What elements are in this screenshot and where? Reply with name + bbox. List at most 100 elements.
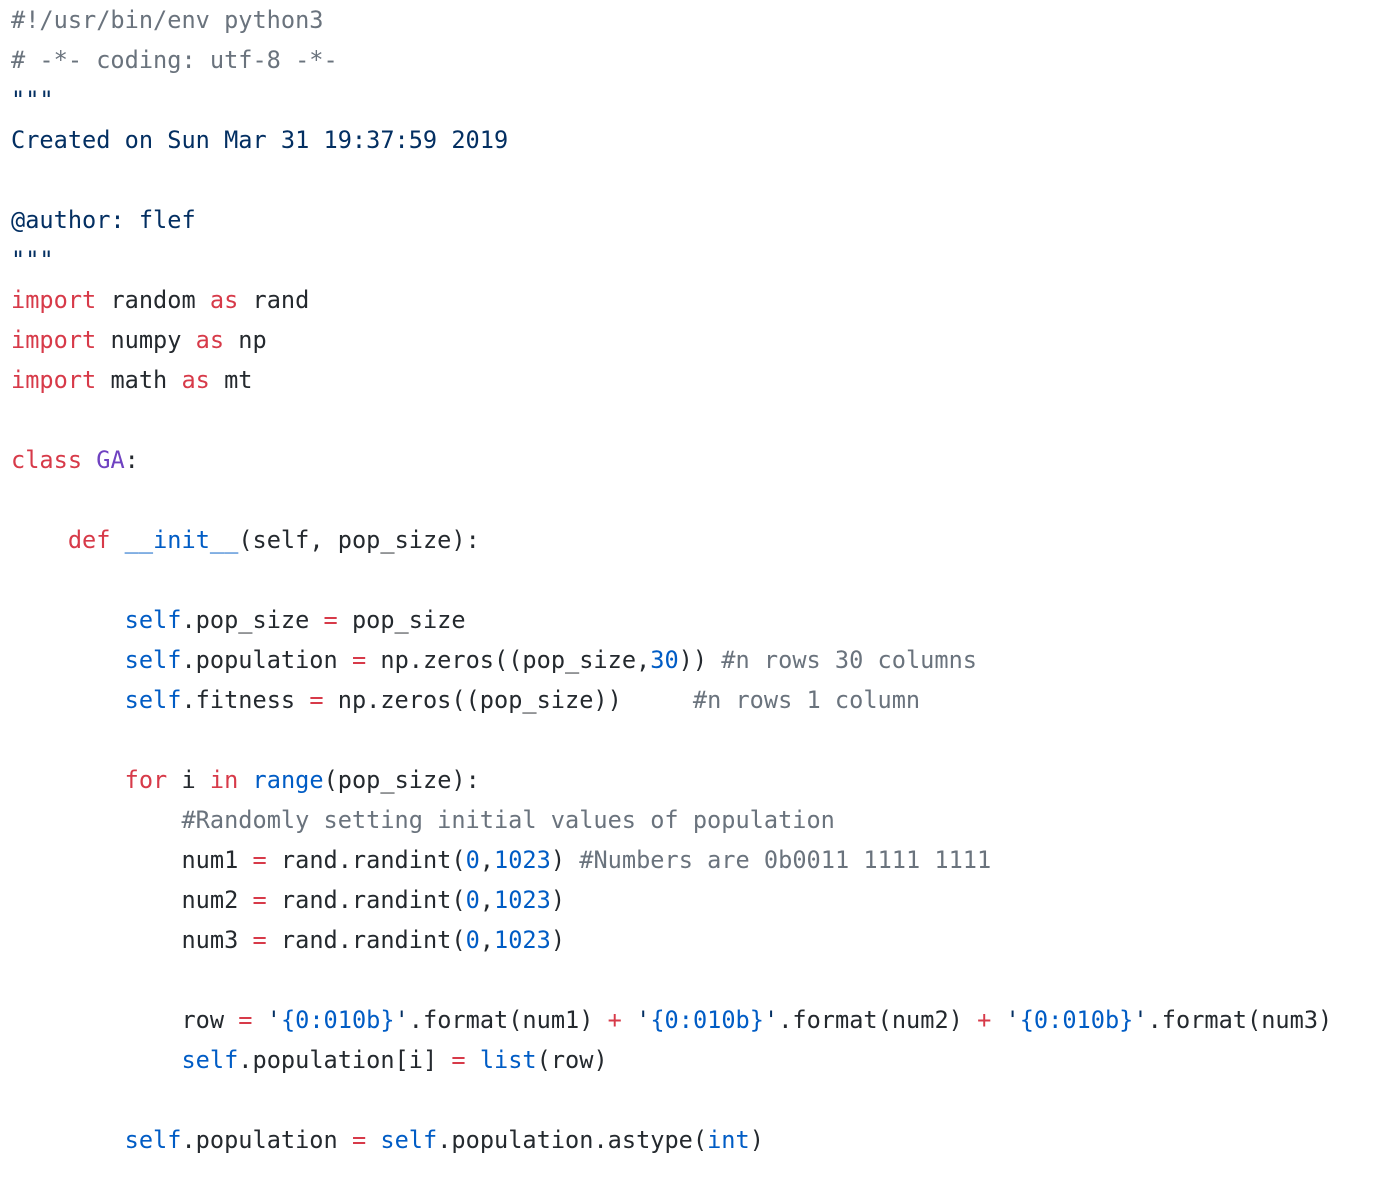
- keyword-token: =: [451, 1046, 466, 1074]
- keyword-token: =: [252, 886, 267, 914]
- comment-token: #n rows 1 column: [692, 686, 921, 714]
- code-token: ): [749, 1126, 764, 1154]
- code-token: (self, pop_size):: [238, 526, 480, 554]
- code-line: [11, 1080, 1381, 1120]
- string-token: Created on Sun Mar 31 19:37:59 2019: [11, 126, 509, 154]
- code-token: )): [678, 646, 722, 674]
- code-token: [366, 1126, 380, 1154]
- code-token: i: [167, 766, 210, 794]
- constant-token: 0: [465, 926, 480, 954]
- keyword-token: def: [67, 526, 111, 554]
- comment-token: # -*- coding: utf-8 -*-: [11, 46, 338, 74]
- constant-token: int: [707, 1126, 750, 1154]
- keyword-token: for: [124, 766, 168, 794]
- keyword-token: import: [11, 366, 97, 394]
- code-token: .population: [181, 1126, 352, 1154]
- code-token: .population[i]: [238, 1046, 452, 1074]
- code-token: math: [96, 366, 182, 394]
- constant-token: 1023: [494, 846, 551, 874]
- code-token: .pop_size: [181, 606, 324, 634]
- code-token: num2: [11, 886, 253, 914]
- constant-token: 1023: [494, 926, 551, 954]
- code-token: [11, 1046, 181, 1074]
- comment-token: #!/usr/bin/env python3: [11, 6, 324, 34]
- code-token: [110, 526, 124, 554]
- comment-token: #Numbers are 0b0011 1111 1111: [579, 846, 992, 874]
- code-token: :: [124, 446, 139, 474]
- string-token: """: [11, 86, 54, 114]
- code-line: """: [11, 80, 1381, 120]
- keyword-token: as: [181, 366, 210, 394]
- code-token: rand: [238, 286, 310, 314]
- class-name-token: GA: [96, 446, 125, 474]
- code-token: row: [11, 1006, 239, 1034]
- constant-token: {0:010b}: [1019, 1006, 1134, 1034]
- string-token: ': [763, 1006, 779, 1034]
- string-token: ': [266, 1006, 281, 1034]
- code-token: .format(num2): [778, 1006, 978, 1034]
- code-token: ): [550, 846, 580, 874]
- code-line: self.pop_size = pop_size: [11, 600, 1381, 640]
- code-token: [82, 446, 96, 474]
- code-line: # -*- coding: utf-8 -*-: [11, 40, 1381, 80]
- code-token: ,: [479, 926, 495, 954]
- comment-token: #Randomly setting initial values of popu…: [181, 806, 835, 834]
- constant-token: self: [181, 1046, 239, 1074]
- code-token: [11, 766, 125, 794]
- code-line: num2 = rand.randint(0,1023): [11, 880, 1381, 920]
- keyword-token: import: [11, 326, 97, 354]
- comment-token: #n rows 30 columns: [721, 646, 977, 674]
- code-token: rand.randint(: [266, 846, 466, 874]
- keyword-token: =: [252, 846, 267, 874]
- constant-token: self: [380, 1126, 438, 1154]
- constant-token: range: [252, 766, 324, 794]
- keyword-token: +: [607, 1006, 622, 1034]
- code-line: class GA:: [11, 440, 1381, 480]
- code-line: self.population = self.population.astype…: [11, 1120, 1381, 1160]
- code-line: num1 = rand.randint(0,1023) #Numbers are…: [11, 840, 1381, 880]
- code-token: [253, 1006, 267, 1034]
- code-token: .population.astype(: [437, 1126, 708, 1154]
- code-line: [11, 480, 1381, 520]
- code-token: ,: [479, 846, 495, 874]
- code-token: [466, 1046, 480, 1074]
- code-line: [11, 960, 1381, 1000]
- string-token: ': [1005, 1006, 1020, 1034]
- code-token: ,: [479, 886, 495, 914]
- keyword-token: =: [309, 686, 324, 714]
- code-line: import random as rand: [11, 280, 1381, 320]
- keyword-token: =: [252, 926, 267, 954]
- code-line: num3 = rand.randint(0,1023): [11, 920, 1381, 960]
- code-line: self.population = np.zeros((pop_size,30)…: [11, 640, 1381, 680]
- code-token: ): [550, 926, 566, 954]
- constant-token: self: [124, 646, 182, 674]
- code-token: [11, 646, 125, 674]
- code-line: #!/usr/bin/env python3: [11, 0, 1381, 40]
- code-token: [11, 686, 125, 714]
- constant-token: list: [479, 1046, 537, 1074]
- code-token: rand.randint(: [266, 926, 466, 954]
- constant-token: self: [124, 606, 182, 634]
- code-line: @author: flef: [11, 200, 1381, 240]
- code-token: numpy: [96, 326, 196, 354]
- code-line: import math as mt: [11, 360, 1381, 400]
- code-token: pop_size: [337, 606, 466, 634]
- keyword-token: =: [238, 1006, 253, 1034]
- code-line: [11, 400, 1381, 440]
- code-token: num1: [11, 846, 253, 874]
- keyword-token: +: [977, 1006, 992, 1034]
- code-token: [11, 606, 125, 634]
- constant-token: __init__: [124, 526, 239, 554]
- code-view[interactable]: #!/usr/bin/env python3 # -*- coding: utf-…: [11, 0, 1381, 1160]
- constant-token: self: [124, 1126, 182, 1154]
- code-line: #Randomly setting initial values of popu…: [11, 800, 1381, 840]
- keyword-token: class: [11, 446, 83, 474]
- code-line: def __init__(self, pop_size):: [11, 520, 1381, 560]
- code-token: np: [224, 326, 267, 354]
- code-token: np.zeros((pop_size,: [366, 646, 651, 674]
- code-token: (pop_size):: [323, 766, 480, 794]
- code-line: [11, 720, 1381, 760]
- string-token: @author: flef: [11, 206, 196, 234]
- code-token: [238, 766, 252, 794]
- code-token: .format(num1): [408, 1006, 608, 1034]
